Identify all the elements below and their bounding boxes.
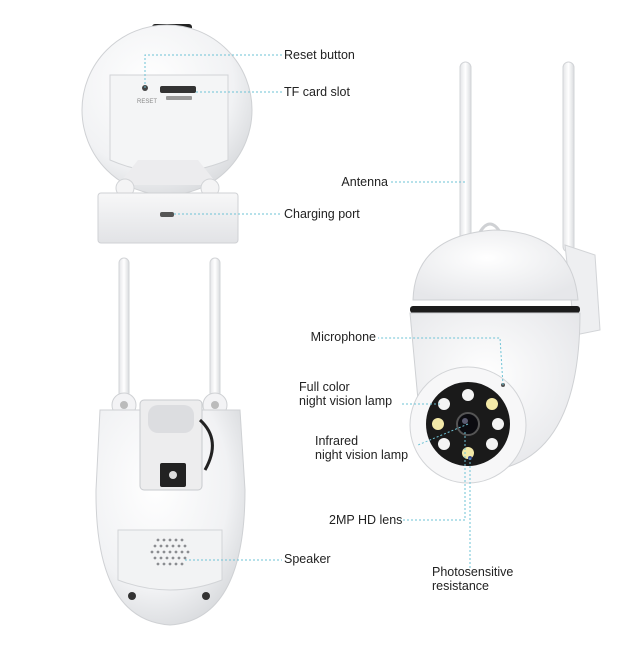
front-view-camera bbox=[409, 61, 601, 484]
infrared-lamp-label-2: night vision lamp bbox=[315, 448, 409, 462]
hd-lens-label: 2MP HD lens bbox=[329, 513, 403, 527]
microphone-label: Microphone bbox=[310, 330, 376, 344]
led-ring bbox=[426, 382, 510, 466]
tf-slot bbox=[160, 86, 196, 93]
back-view-camera bbox=[95, 257, 246, 626]
top-view-camera: RESET bbox=[81, 24, 253, 244]
speaker-label: Speaker bbox=[284, 552, 331, 566]
speaker-grille bbox=[150, 538, 190, 566]
photosensitive-label-2: resistance bbox=[432, 579, 489, 593]
reset-button-label: Reset button bbox=[284, 48, 355, 62]
charging-port-label: Charging port bbox=[284, 207, 360, 221]
full-color-lamp-label-1: Full color bbox=[299, 380, 350, 394]
charging-port bbox=[160, 212, 174, 217]
tf-card-slot-label: TF card slot bbox=[284, 85, 350, 99]
photosensitive-label-1: Photosensitive bbox=[432, 565, 514, 579]
leader-lines bbox=[144, 54, 504, 568]
full-color-lamp-label-2: night vision lamp bbox=[299, 394, 393, 408]
antenna-label: Antenna bbox=[341, 175, 388, 189]
infrared-lamp-label-1: Infrared bbox=[315, 434, 359, 448]
reset-engraving: RESET bbox=[137, 99, 157, 105]
